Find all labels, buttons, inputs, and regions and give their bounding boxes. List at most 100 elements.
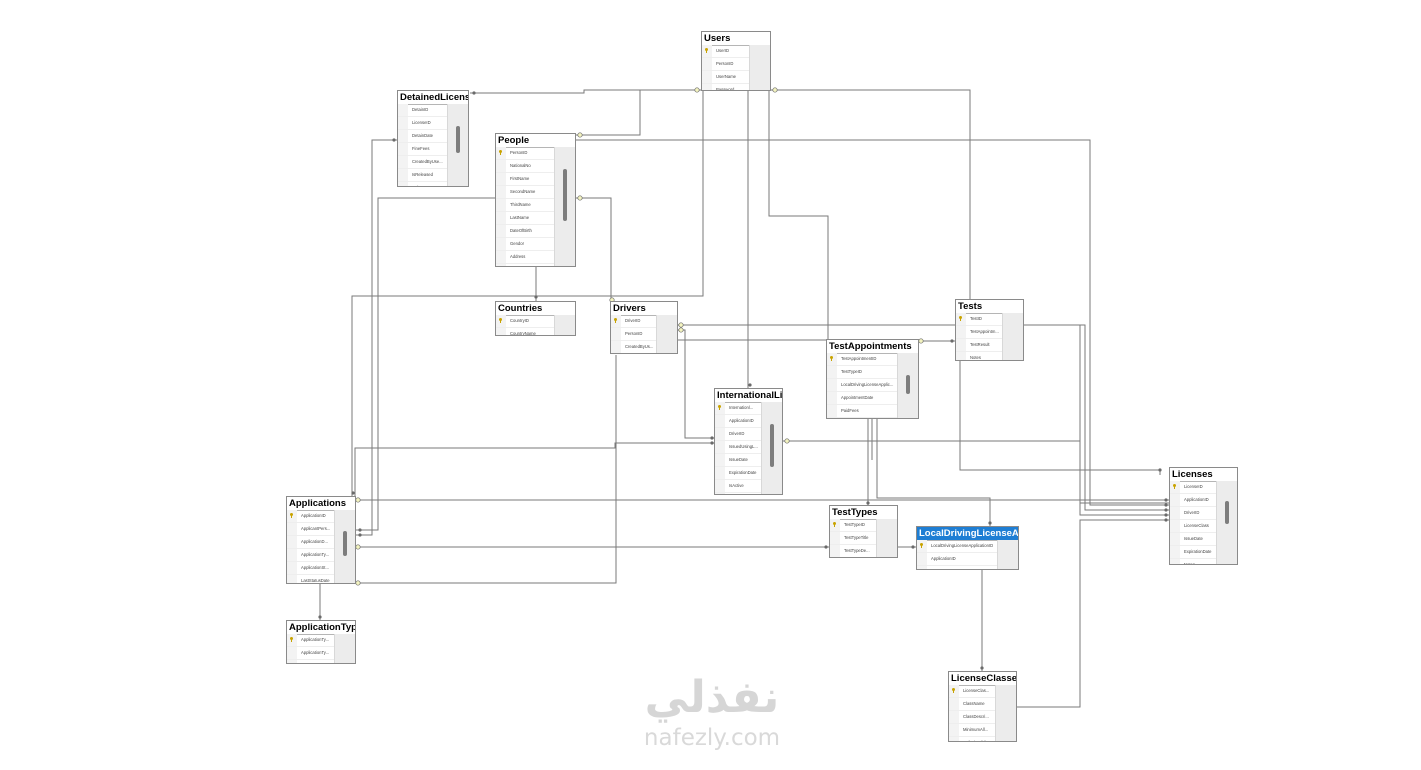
table-detainedlicenses[interactable]: DetainedLicensesDetainIDLicenseIDDetainD…: [397, 90, 469, 187]
column-row[interactable]: ThirdName: [496, 199, 555, 212]
table-title[interactable]: LicenseClasses: [949, 672, 1016, 686]
column-row[interactable]: LicenseClassID: [917, 566, 998, 569]
column-row[interactable]: TestTypeDe...: [830, 545, 877, 557]
column-row[interactable]: ExpirationDate: [1170, 546, 1217, 559]
table-title[interactable]: LocalDrivingLicenseApplications: [917, 527, 1018, 541]
column-row[interactable]: DetainID: [398, 104, 448, 117]
column-row[interactable]: UserID: [702, 45, 750, 58]
scrollbar-thumb[interactable]: [906, 375, 910, 394]
column-row[interactable]: LastStatusDate: [287, 575, 335, 583]
column-row[interactable]: Notes: [956, 352, 1003, 360]
column-row[interactable]: LicenseClas...: [949, 685, 996, 698]
column-row[interactable]: ApplicationTy...: [287, 647, 335, 660]
column-row[interactable]: LocalDrivingLicenseApplicationID: [917, 540, 998, 553]
column-row[interactable]: TestID: [956, 313, 1003, 326]
column-row[interactable]: LocalDrivingLicenseApplic...: [827, 379, 898, 392]
table-scrollbar[interactable]: [749, 45, 770, 90]
table-scrollbar[interactable]: [554, 147, 575, 266]
table-applicationtypes[interactable]: ApplicationTypesApplicationTy...Applicat…: [286, 620, 356, 664]
column-row[interactable]: ClassDescri...: [949, 711, 996, 724]
scrollbar-thumb[interactable]: [343, 531, 347, 556]
table-title[interactable]: DetainedLicenses: [398, 91, 468, 105]
scrollbar-thumb[interactable]: [770, 424, 774, 467]
table-scrollbar[interactable]: [897, 353, 918, 418]
column-row[interactable]: DriverID: [611, 315, 657, 328]
scrollbar-thumb[interactable]: [563, 169, 567, 221]
column-row[interactable]: DateOfBirth: [496, 225, 555, 238]
column-row[interactable]: ApplicationID: [715, 415, 762, 428]
column-row[interactable]: ApplicationID: [917, 553, 998, 566]
table-localdrivinglicenseapplications[interactable]: LocalDrivingLicenseApplicationsLocalDriv…: [916, 526, 1019, 570]
scrollbar-thumb[interactable]: [1225, 501, 1229, 524]
table-title[interactable]: Users: [702, 32, 770, 46]
table-title[interactable]: TestAppointments: [827, 340, 918, 354]
column-row[interactable]: LicenseID: [398, 117, 448, 130]
column-row[interactable]: TestTypeTitle: [830, 532, 877, 545]
scrollbar-thumb[interactable]: [456, 126, 460, 153]
table-title[interactable]: Licenses: [1170, 468, 1237, 482]
column-row[interactable]: NationalNo: [496, 160, 555, 173]
table-scrollbar[interactable]: [995, 685, 1016, 741]
table-internationallicenses[interactable]: InternationalLicensesInternationl...Appl…: [714, 388, 783, 495]
column-row[interactable]: Phone: [496, 264, 555, 266]
table-scrollbar[interactable]: [656, 315, 677, 353]
column-row[interactable]: LastName: [496, 212, 555, 225]
table-scrollbar[interactable]: [447, 104, 468, 186]
column-row[interactable]: FineFees: [398, 143, 448, 156]
table-scrollbar[interactable]: [876, 519, 897, 557]
column-row[interactable]: ClassName: [949, 698, 996, 711]
table-scrollbar[interactable]: [997, 540, 1018, 569]
column-row[interactable]: DriverID: [715, 428, 762, 441]
column-row[interactable]: PersonID: [496, 147, 555, 160]
table-title[interactable]: People: [496, 134, 575, 148]
column-row[interactable]: CountryName: [496, 328, 555, 335]
column-row[interactable]: ApplicationID: [1170, 494, 1217, 507]
table-title[interactable]: Drivers: [611, 302, 677, 316]
column-row[interactable]: IssueDate: [1170, 533, 1217, 546]
column-row[interactable]: ReleaseDate: [398, 182, 448, 186]
column-row[interactable]: ApplicationTy...: [287, 634, 335, 647]
table-scrollbar[interactable]: [334, 510, 355, 583]
column-row[interactable]: DriverID: [1170, 507, 1217, 520]
column-row[interactable]: ExpirationDate: [715, 467, 762, 480]
column-row[interactable]: DetainDate: [398, 130, 448, 143]
column-row[interactable]: ApplicantPers...: [287, 523, 335, 536]
column-row[interactable]: TestAppointm...: [956, 326, 1003, 339]
column-row[interactable]: FirstName: [496, 173, 555, 186]
column-row[interactable]: Address: [496, 251, 555, 264]
column-row[interactable]: LicenseClass: [1170, 520, 1217, 533]
column-row[interactable]: UserName: [702, 71, 750, 84]
table-title[interactable]: TestTypes: [830, 506, 897, 520]
column-row[interactable]: ApplicationID: [287, 510, 335, 523]
column-row[interactable]: MinimumAll...: [949, 724, 996, 737]
table-scrollbar[interactable]: [1002, 313, 1023, 360]
column-row[interactable]: LicenseID: [1170, 481, 1217, 494]
table-scrollbar[interactable]: [1216, 481, 1237, 564]
table-title[interactable]: Applications: [287, 497, 355, 511]
column-row[interactable]: TestTypeID: [827, 366, 898, 379]
column-row[interactable]: IsActive: [715, 480, 762, 493]
table-title[interactable]: Countries: [496, 302, 575, 316]
column-row[interactable]: ApplicationTy...: [287, 549, 335, 562]
column-row[interactable]: PersonID: [702, 58, 750, 71]
column-row[interactable]: IssueDate: [715, 454, 762, 467]
table-scrollbar[interactable]: [334, 634, 355, 663]
column-row[interactable]: CountryID: [496, 315, 555, 328]
column-row[interactable]: TestResult: [956, 339, 1003, 352]
column-row[interactable]: ApplicationSt...: [287, 562, 335, 575]
column-row[interactable]: IsReleased: [398, 169, 448, 182]
column-row[interactable]: Password: [702, 84, 750, 90]
column-row[interactable]: CreatedByUs...: [715, 493, 762, 494]
column-row[interactable]: CreatedByUserID: [827, 418, 898, 419]
column-row[interactable]: DefaultValidi...: [949, 737, 996, 741]
table-scrollbar[interactable]: [761, 402, 782, 494]
column-row[interactable]: TestTypeID: [830, 519, 877, 532]
